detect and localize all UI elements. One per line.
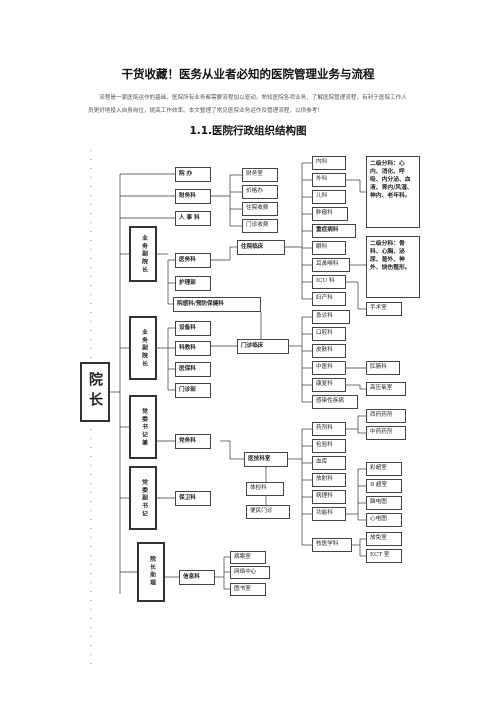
infection-box: 院感科/预防保健科 [173, 297, 261, 312]
medtech-dept-functional: 功能科 [312, 507, 346, 521]
inpatient-dept-oncology: 肿瘤科 [312, 207, 348, 221]
intro-paragraph: 流程是一家医院运作的基础，医院所有业务都需要流程加以驱动。熟知医院各项业务，了解… [88, 95, 407, 114]
outpatient-dept-tcm: 中医科 [312, 361, 346, 375]
eeg-box: 脑电图 [366, 496, 402, 510]
physical-exam-box: 体检科 [246, 482, 284, 496]
finance-room-box: 财务室 [242, 168, 278, 182]
medtech-dept-nuclear: 核医学科 [312, 538, 352, 552]
inpatient-dept-pediatrics: 儿科 [312, 190, 346, 204]
org-chart-connectors [110, 162, 366, 594]
party-affairs-box: 党务科 [175, 434, 211, 449]
outpatient-dept-infectious: 感染性疾病 [312, 395, 358, 409]
medtech-dept-pathology: 病理科 [312, 490, 346, 504]
medical-affairs-box: 医务科 [175, 253, 211, 268]
outpatient-dept-emergency: 急诊科 [312, 310, 350, 324]
level2-internal-box: 二级分科：心内、消化、呼吸、内分泌、血液、肾内/风湿、神内、老年科。 [366, 156, 420, 228]
security-box: 保卫科 [175, 491, 211, 506]
inpatient-dept-critical: 重症病科 [312, 224, 356, 238]
inpatient-billing-box: 住院收费 [242, 202, 278, 216]
level2-surgery-box: 二级分科：骨科、心胸、泌尿、普外、神外、烧伤整形。 [366, 236, 420, 298]
section-heading: 1.1.医院行政组织结构图 [189, 125, 307, 137]
inpatient-dept-obgyn: 妇产科 [312, 292, 346, 306]
party-secretary-box: 党委书记兼 [129, 395, 157, 459]
medtech-dept-bloodbank: 血库 [312, 456, 346, 470]
information-box: 信息科 [179, 570, 215, 585]
inpatient-dept-surgery: 外科 [312, 173, 346, 187]
nursing-box: 护理部 [175, 276, 211, 291]
party-deputy-box: 党委副书记 [129, 466, 157, 530]
finance-dept-box: 财务科 [175, 189, 211, 204]
dean-box: 院长 [80, 362, 110, 422]
community-clinic-box: 便民门诊 [246, 505, 290, 519]
ect-box: ECT 室 [366, 549, 402, 563]
inpatient-dept-icu: ICU 科 [312, 275, 346, 289]
outpatient-clinical-box: 门诊临床 [237, 339, 289, 354]
operating-room-box: 手术室 [366, 302, 402, 316]
vp-business-1-box: 业务副院长 [129, 226, 157, 282]
equipment-box: 设备科 [175, 321, 211, 336]
inpatient-dept-ent: 耳鼻喉科 [312, 258, 350, 272]
outpatient-dept-rehab: 康复科 [312, 378, 346, 392]
ecg-box: 心电图 [366, 513, 402, 527]
medtech-box: 医技科室 [244, 452, 288, 467]
chinese-pharmacy-box: 中药药剂 [366, 426, 406, 440]
research-box: 科教科 [175, 341, 211, 356]
price-office-box: 价格办 [242, 185, 278, 199]
medtech-dept-radiology: 放射科 [312, 473, 346, 487]
inpatient-dept-ophthalmology: 眼科 [312, 241, 346, 255]
western-pharmacy-box: 西药药剂 [366, 409, 406, 423]
assistant-box: 院长助理 [137, 542, 165, 602]
anorectal-box: 肛肠科 [366, 361, 400, 375]
medtech-dept-pharmacy: 药剂科 [312, 422, 346, 436]
network-box: 网络中心 [230, 566, 270, 579]
hr-dept-box: 人 事 科 [175, 211, 211, 226]
org-chart: 院长 业务副院长 业务副院长 党委书记兼 党委副书记 院长助理 院 办 财务科 … [80, 140, 420, 610]
outpatient-office-box: 门诊部 [175, 383, 211, 398]
page-title: 干货收藏！医务从业者必知的医院管理业务与流程 [121, 67, 375, 81]
b-ultrasound-box: B 超室 [366, 479, 402, 493]
color-doppler-box: 彩超室 [366, 462, 402, 476]
hyperbaric-box: 高压氧室 [366, 382, 406, 396]
vp-business-2-box: 业务副院长 [129, 316, 157, 380]
insurance-box: 医保科 [175, 362, 211, 377]
outpatient-billing-box: 门诊收费 [242, 219, 278, 233]
medtech-dept-lab: 检验科 [312, 439, 346, 453]
library-box: 图书室 [230, 583, 266, 596]
office-box: 院 办 [175, 167, 211, 182]
inpatient-clinical-box: 住院临床 [237, 240, 285, 255]
inpatient-dept-internal: 内科 [312, 156, 346, 170]
outpatient-dept-dermatology: 皮肤科 [312, 344, 346, 358]
outpatient-dept-dental: 口腔科 [312, 327, 346, 341]
statistics-box: 病案室 [230, 551, 266, 564]
radioimmuno-box: 放免室 [366, 532, 402, 546]
